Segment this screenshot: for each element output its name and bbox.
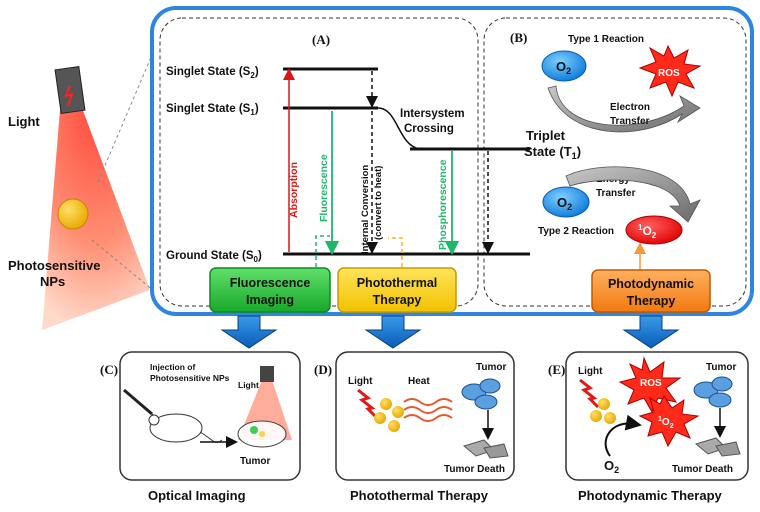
o2-label-type1: O2 [556,59,571,76]
nanoparticles-d [374,398,404,432]
tumor-cells-e [693,376,733,408]
o2-label-e: O2 [604,458,619,475]
photodynamic-therapy-box [591,269,711,313]
singlet-oxygen-bubble [625,215,683,245]
photothermal-link [388,237,403,274]
photodynamic-box-line2: Therapy [627,294,676,308]
injection-label-line1: Injection of [150,362,196,372]
ros-label-b: ROS [658,68,680,79]
photothermal-box-line2: Therapy [373,293,422,307]
panel-c-label: (C) [100,362,118,377]
tumor-label-d: Tumor [476,362,506,373]
o2-label-type2: O2 [557,195,572,212]
fluorescence-box-line1: Fluorescence [230,276,311,290]
fluorescence-label: Fluorescence [318,154,330,222]
photothermal-box-line1: Photothermal [357,276,438,290]
photodynamic-box-line1: Photodynamic [608,277,694,291]
isc-label-line1: Intersystem [400,108,465,120]
nps-label-line1: Photosensitive [8,258,100,273]
tumor-death-label-e: Tumor Death [672,464,733,475]
singlet-oxygen-label-e: 1O2 [658,416,674,430]
ic-label-line2: (convert to heat) [373,166,384,240]
tumor-label-e: Tumor [706,362,736,373]
mouse-icon-after [237,420,287,448]
ros-label-e: ROS [640,378,662,389]
down-arrow-photothermal [364,315,422,349]
nanoparticles-e [590,398,616,424]
electron-label-line2: Transfer [610,116,650,127]
panel-a-label: (A) [312,32,330,47]
dead-cells-e [694,437,741,457]
optical-imaging-caption: Optical Imaging [148,488,246,503]
s1-label: Singlet State (S1) [166,103,259,117]
electron-label-line1: Electron [610,102,650,113]
tumor-label-c: Tumor [240,456,270,467]
light-label: Light [8,114,40,129]
isc-curve [377,107,421,150]
imaging-lamp-icon [260,366,274,382]
absorption-label: Absorption [288,162,300,218]
down-arrow-imaging [220,315,278,349]
panel-b-label: (B) [510,30,527,45]
mouse-icon-before [148,413,223,443]
heat-label-d: Heat [408,376,430,387]
ic-label-line1: Internal Conversion [360,165,371,254]
phosphorescence-label: Phosphorescence [437,159,449,250]
lightning-icon-d [357,388,378,419]
o2-bubble-type1 [541,50,587,82]
o2-bubble-type2 [542,186,590,218]
light-label-d: Light [348,376,373,387]
tumor-cells-d [461,378,501,410]
t1-label-line1: Triplet [526,128,566,143]
down-arrow-photodynamic [622,315,680,349]
t1-label-line2: State (T1) [524,144,581,161]
s2-label: Singlet State (S2) [166,66,259,80]
type1-label: Type 1 Reaction [568,34,644,45]
isc-label-line2: Crossing [404,123,454,135]
energy-transfer-arrow [565,166,701,223]
light-source [42,65,150,330]
injection-label-line2: Photosensitive NPs [150,373,230,383]
panel-d-label: (D) [314,362,332,377]
ros-burst-icon [638,44,702,98]
fluorescence-box-line2: Imaging [246,293,294,307]
fluorescence-link [315,235,330,274]
fluorescence-imaging-box [209,267,331,313]
type2-label: Type 2 Reaction [538,226,614,237]
electron-transfer-arrow [547,85,701,133]
light-label-e: Light [578,366,603,377]
photodynamic-caption: Photodynamic Therapy [578,488,723,503]
light-label-c: Light [238,380,259,390]
dead-cells-d [462,439,509,459]
zoom-line-top [97,35,161,183]
photothermal-caption: Photothermal Therapy [350,488,489,503]
oxygen-supply-arrow [604,414,642,457]
nanoparticle-icon [57,198,89,230]
singlet-oxygen-burst-e [638,395,700,448]
panel-c-frame [119,351,301,481]
photothermal-therapy-box [337,267,457,313]
singlet-oxygen-label-b: 1O2 [638,223,657,240]
energy-label-line2: Transfer [596,188,636,199]
zoom-line-bottom [91,239,161,297]
heat-waves-icon [403,398,453,422]
tumor-death-label-d: Tumor Death [444,464,505,475]
panel-e-label: (E) [548,362,565,377]
nps-label-line2: NPs [40,274,65,289]
lightning-icon-e [579,378,600,409]
s0-label: Ground State (S0) [166,250,262,264]
